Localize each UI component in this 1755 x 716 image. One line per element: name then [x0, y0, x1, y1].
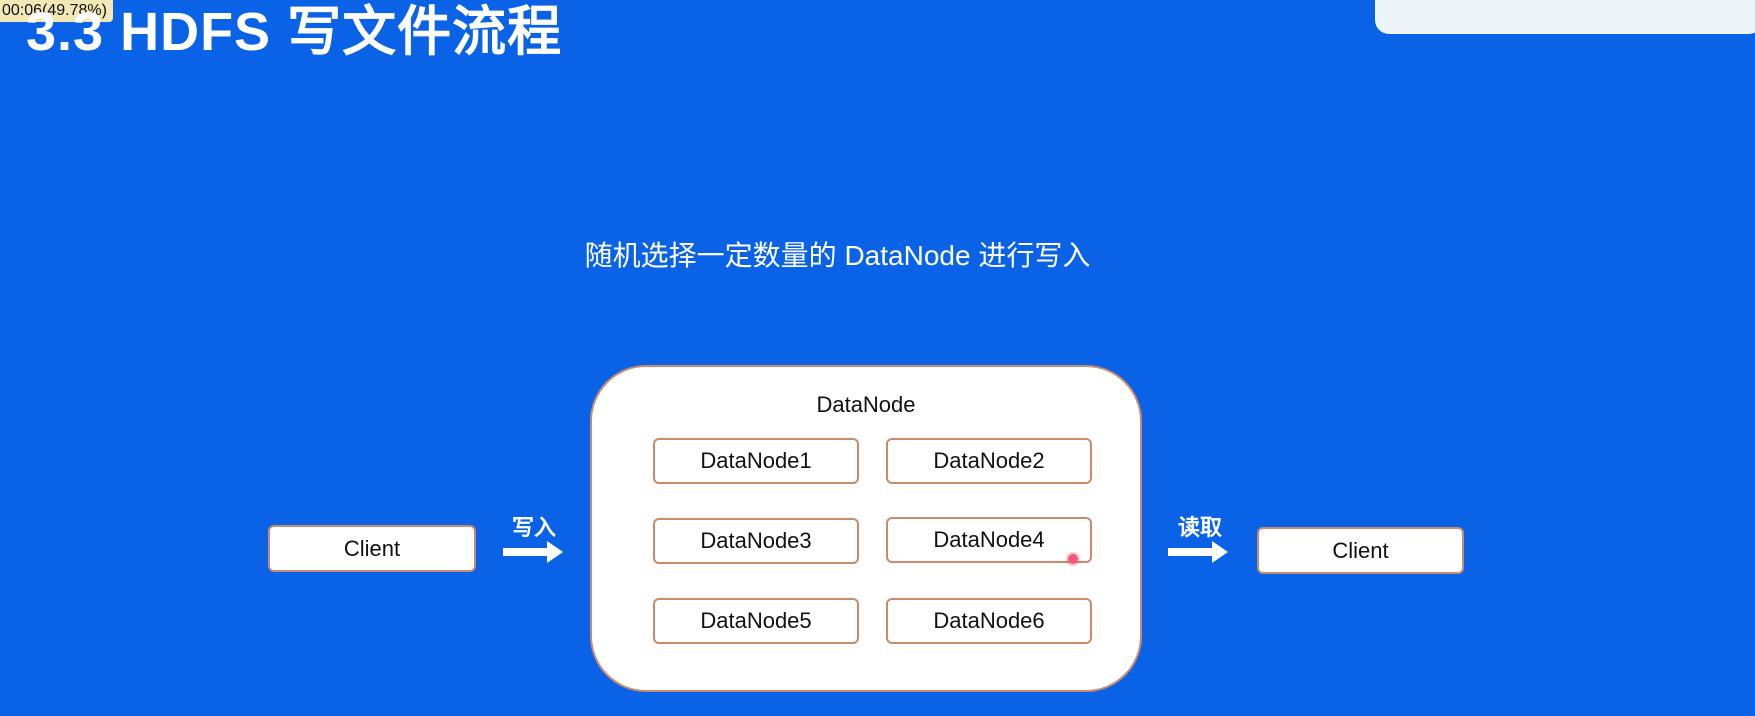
slide-subtitle: 随机选择一定数量的 DataNode 进行写入 — [584, 240, 1091, 271]
client-box-right: Client — [1257, 527, 1464, 574]
datanode-5-label: DataNode5 — [700, 608, 812, 633]
datanode-6-label: DataNode6 — [933, 608, 1045, 633]
top-right-badge — [1375, 0, 1755, 34]
slide-title: 3.3 HDFS 写文件流程 — [26, 2, 563, 62]
read-arrow-label: 读取 — [1178, 515, 1223, 540]
datanode-5-box: DataNode5 — [653, 598, 859, 644]
datanode-2-label: DataNode2 — [933, 448, 1045, 473]
write-arrow-icon — [503, 541, 563, 563]
datanode-2-box: DataNode2 — [886, 438, 1092, 484]
datanode-cluster: DataNode DataNode1 DataNode2 DataNode3 D… — [590, 365, 1142, 692]
read-arrow-icon — [1168, 541, 1228, 563]
cluster-title: DataNode — [816, 392, 916, 417]
datanode-3-label: DataNode3 — [700, 528, 812, 553]
mouse-pointer-icon — [1068, 554, 1078, 564]
client-right-label: Client — [1332, 538, 1389, 563]
datanode-1-label: DataNode1 — [700, 448, 812, 473]
datanode-4-label: DataNode4 — [933, 527, 1045, 552]
write-arrow-label: 写入 — [512, 515, 557, 540]
client-left-label: Client — [343, 536, 401, 561]
datanode-6-box: DataNode6 — [886, 598, 1092, 644]
playback-timestamp: 00:06(49.78%) — [0, 0, 113, 22]
datanode-4-box: DataNode4 — [886, 517, 1092, 563]
client-box-left: Client — [268, 525, 476, 572]
datanode-3-box: DataNode3 — [653, 518, 859, 564]
datanode-1-box: DataNode1 — [653, 438, 859, 484]
